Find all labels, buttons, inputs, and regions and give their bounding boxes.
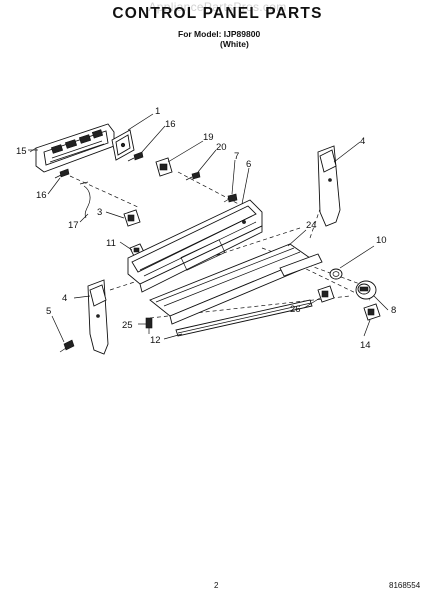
callout-17: 17 bbox=[68, 220, 79, 231]
screw-part bbox=[185, 171, 201, 181]
model-line: For Model: IJP89800 bbox=[178, 29, 261, 39]
end-cap-part bbox=[87, 279, 109, 355]
control-panel-part bbox=[127, 199, 263, 293]
callout-16: 16 bbox=[165, 119, 176, 130]
callout-7: 7 bbox=[234, 151, 239, 162]
document-number: 8168554 bbox=[389, 581, 421, 590]
screw-part bbox=[59, 339, 75, 353]
bracket-part bbox=[111, 129, 135, 161]
electronic-control-part bbox=[29, 123, 115, 173]
callout-16: 16 bbox=[36, 190, 47, 201]
screw-part bbox=[54, 168, 70, 179]
page-number: 2 bbox=[214, 581, 219, 590]
callout-11: 11 bbox=[106, 238, 116, 249]
color-line: (White) bbox=[220, 39, 249, 49]
callout-12: 12 bbox=[150, 335, 161, 346]
callout-26: 26 bbox=[290, 304, 301, 315]
channel-rail-part bbox=[149, 243, 323, 325]
callout-24: 24 bbox=[306, 220, 317, 231]
switch-part bbox=[123, 209, 141, 227]
clip-part bbox=[363, 303, 381, 321]
harness-clip-part bbox=[79, 181, 91, 219]
callout-25: 25 bbox=[122, 320, 133, 331]
callout-19: 19 bbox=[203, 132, 214, 143]
callout-3: 3 bbox=[97, 207, 102, 218]
callout-1: 1 bbox=[155, 106, 160, 117]
callout-8: 8 bbox=[391, 305, 396, 316]
callout-4: 4 bbox=[62, 293, 67, 304]
page-title: CONTROL PANEL PARTS bbox=[112, 5, 323, 22]
bar-part bbox=[175, 299, 313, 337]
callout-6: 6 bbox=[246, 159, 251, 170]
screw-part bbox=[145, 317, 153, 334]
screw-part bbox=[127, 151, 144, 162]
switch-part bbox=[317, 285, 335, 303]
screw-part bbox=[223, 193, 238, 203]
knob-part bbox=[355, 280, 377, 300]
callout-20: 20 bbox=[216, 142, 227, 153]
callout-14: 14 bbox=[360, 340, 371, 351]
callout-4: 4 bbox=[360, 136, 365, 147]
leader-lines bbox=[28, 113, 389, 343]
callout-5: 5 bbox=[46, 306, 51, 317]
watermark-text: AppliancePartsPros.com bbox=[148, 0, 287, 14]
callout-10: 10 bbox=[376, 235, 387, 246]
knob-ring-part bbox=[329, 268, 343, 280]
callout-15: 15 bbox=[16, 146, 27, 157]
connector-part bbox=[155, 157, 173, 177]
end-cap-part bbox=[317, 145, 341, 227]
